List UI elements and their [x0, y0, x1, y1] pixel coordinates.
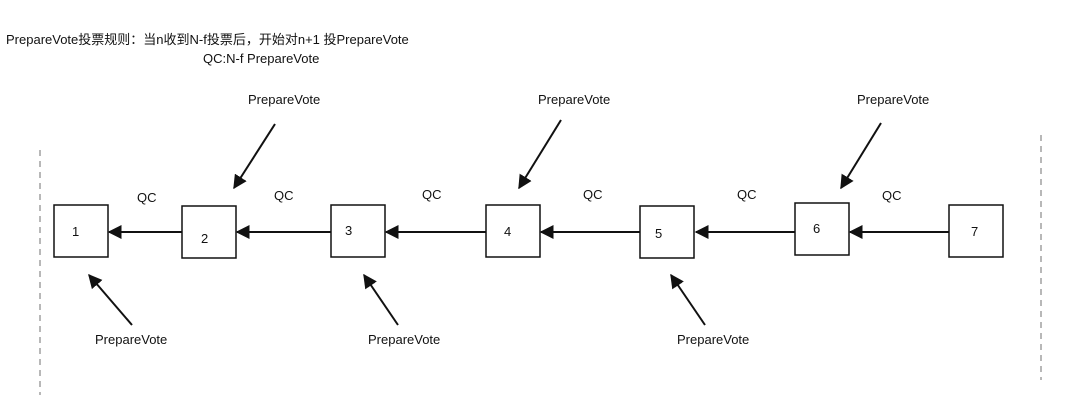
vote-label-node-5: PrepareVote	[677, 332, 749, 347]
vote-label-node-3: PrepareVote	[368, 332, 440, 347]
block-node-1	[53, 204, 109, 258]
block-node-2-label: 2	[201, 231, 208, 246]
vote-label-node-4: PrepareVote	[538, 92, 610, 107]
vote-label-node-6: PrepareVote	[857, 92, 929, 107]
vote-arrow-node-6	[840, 122, 882, 190]
vote-arrow-node-5	[670, 273, 706, 326]
vote-label-node-2: PrepareVote	[248, 92, 320, 107]
block-node-2	[181, 205, 237, 259]
block-node-5-label: 5	[655, 226, 662, 241]
block-node-4	[485, 204, 541, 258]
vote-arrow-node-2	[233, 123, 276, 190]
block-node-7-label: 7	[971, 224, 978, 239]
block-node-4-label: 4	[504, 224, 511, 239]
qc-label-1: QC	[137, 190, 157, 205]
block-node-3	[330, 204, 386, 258]
block-node-1-label: 1	[72, 224, 79, 239]
qc-label-4: QC	[583, 187, 603, 202]
qc-label-3: QC	[422, 187, 442, 202]
vote-arrow-node-4	[518, 119, 562, 190]
block-node-3-label: 3	[345, 223, 352, 238]
qc-definition-text: QC:N-f PrepareVote	[203, 51, 319, 66]
rule-text: PrepareVote投票规则：当n收到N-f投票后，开始对n+1 投Prepa…	[6, 32, 409, 47]
vote-arrow-node-1	[88, 273, 133, 326]
block-node-6	[794, 202, 850, 256]
qc-label-2: QC	[274, 188, 294, 203]
vote-arrow-node-3	[363, 273, 399, 326]
block-node-5	[639, 205, 695, 259]
block-node-7	[948, 204, 1004, 258]
qc-label-5: QC	[737, 187, 757, 202]
vote-label-node-1: PrepareVote	[95, 332, 167, 347]
block-node-6-label: 6	[813, 221, 820, 236]
qc-label-6: QC	[882, 188, 902, 203]
